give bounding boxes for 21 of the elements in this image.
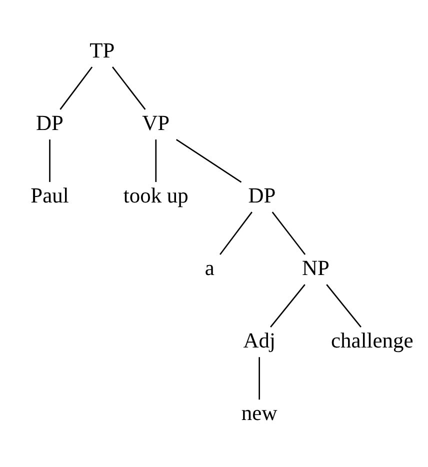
node-text: VP [142,110,170,135]
node-text: DP [36,110,64,135]
connector [60,66,93,110]
node-text: Paul [30,183,69,208]
node-text: Adj [243,328,276,352]
connector [258,357,260,400]
node-text: new [241,400,278,425]
connector [155,140,157,182]
node-text: TP [90,38,115,62]
node-text: NP [302,256,330,280]
connector [326,284,362,328]
connector [112,66,146,110]
node-text: a [204,256,214,280]
connector [270,284,306,328]
connector [272,212,306,255]
connector [49,140,50,182]
node-text: DP [248,183,276,208]
node-text: challenge [331,328,414,352]
node-text: took up [123,183,188,208]
connector [176,138,242,183]
connector [220,212,252,255]
